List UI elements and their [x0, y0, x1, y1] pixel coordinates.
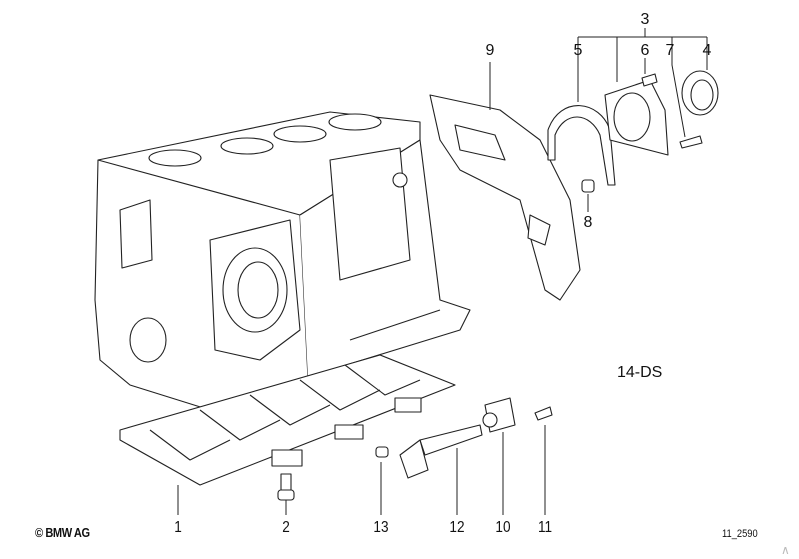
gasket-9 — [429, 94, 581, 301]
callout-12[interactable]: 12 — [449, 519, 465, 536]
bolt-2 — [277, 473, 295, 501]
callout-6[interactable]: 6 — [640, 42, 650, 59]
variant-code: 14-DS — [617, 364, 663, 381]
callout-4[interactable]: 4 — [702, 42, 712, 59]
bearing-ladder — [119, 354, 456, 486]
callout-13[interactable]: 13 — [373, 519, 389, 536]
engine-block — [94, 111, 471, 426]
sensor-parts — [375, 397, 553, 479]
leader-lines — [177, 28, 708, 515]
callout-3[interactable]: 3 — [640, 11, 650, 28]
callout-1[interactable]: 1 — [174, 519, 182, 536]
callout-7[interactable]: 7 — [665, 42, 675, 59]
callout-2[interactable]: 2 — [282, 519, 290, 536]
callout-8[interactable]: 8 — [583, 214, 593, 231]
seal-cover-parts — [547, 70, 719, 193]
caret-up-icon[interactable]: ∧ — [781, 543, 790, 557]
callout-10[interactable]: 10 — [495, 519, 511, 536]
callout-5[interactable]: 5 — [573, 42, 583, 59]
copyright: © BMW AG — [35, 525, 90, 540]
callout-9[interactable]: 9 — [485, 42, 495, 59]
callout-11[interactable]: 11 — [537, 519, 553, 536]
drawing-reference: 11_2590 — [722, 528, 758, 540]
